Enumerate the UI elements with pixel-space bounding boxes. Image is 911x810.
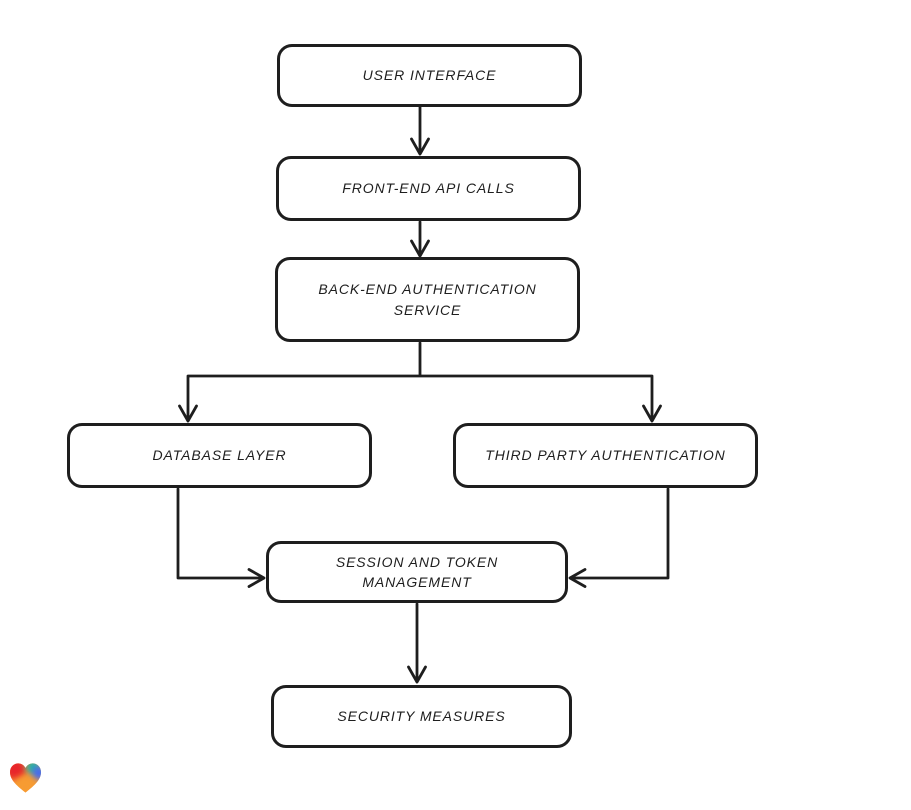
node-third-party-authentication-label: THIRD PARTY AUTHENTICATION [485,447,726,464]
arrowhead-down-icon [410,239,430,258]
arrowhead-down-icon [410,137,430,156]
node-back-end-authentication-service[interactable]: BACK-END AUTHENTICATION SERVICE [275,257,580,342]
node-session-and-token-management[interactable]: SESSION AND TOKEN MANAGEMENT [266,541,568,603]
edge-backend-branch [186,341,654,420]
node-session-and-token-management-label: SESSION AND TOKEN MANAGEMENT [335,553,499,590]
arrowhead-down-icon [407,665,427,684]
edge-database-to-session [176,487,262,580]
edge-thirdparty-to-session [572,487,670,580]
node-user-interface[interactable]: USER INTERFACE [277,44,582,107]
node-security-measures-label: SECURITY MEASURES [337,708,506,725]
arrowhead-down-icon [642,404,662,423]
lovable-heart-logo[interactable] [7,761,44,797]
node-user-interface-label: USER INTERFACE [362,67,497,84]
node-front-end-api-calls[interactable]: FRONT-END API CALLS [276,156,581,221]
node-security-measures[interactable]: SECURITY MEASURES [271,685,572,748]
node-database-layer-label: DATABASE LAYER [152,447,287,464]
arrowhead-right-icon [247,568,266,588]
arrowhead-left-icon [568,568,587,588]
arrowhead-down-icon [178,404,198,423]
node-front-end-api-calls-label: FRONT-END API CALLS [342,180,515,197]
node-back-end-authentication-service-label: BACK-END AUTHENTICATION SERVICE [318,281,537,318]
node-database-layer[interactable]: DATABASE LAYER [67,423,372,488]
node-third-party-authentication[interactable]: THIRD PARTY AUTHENTICATION [453,423,758,488]
